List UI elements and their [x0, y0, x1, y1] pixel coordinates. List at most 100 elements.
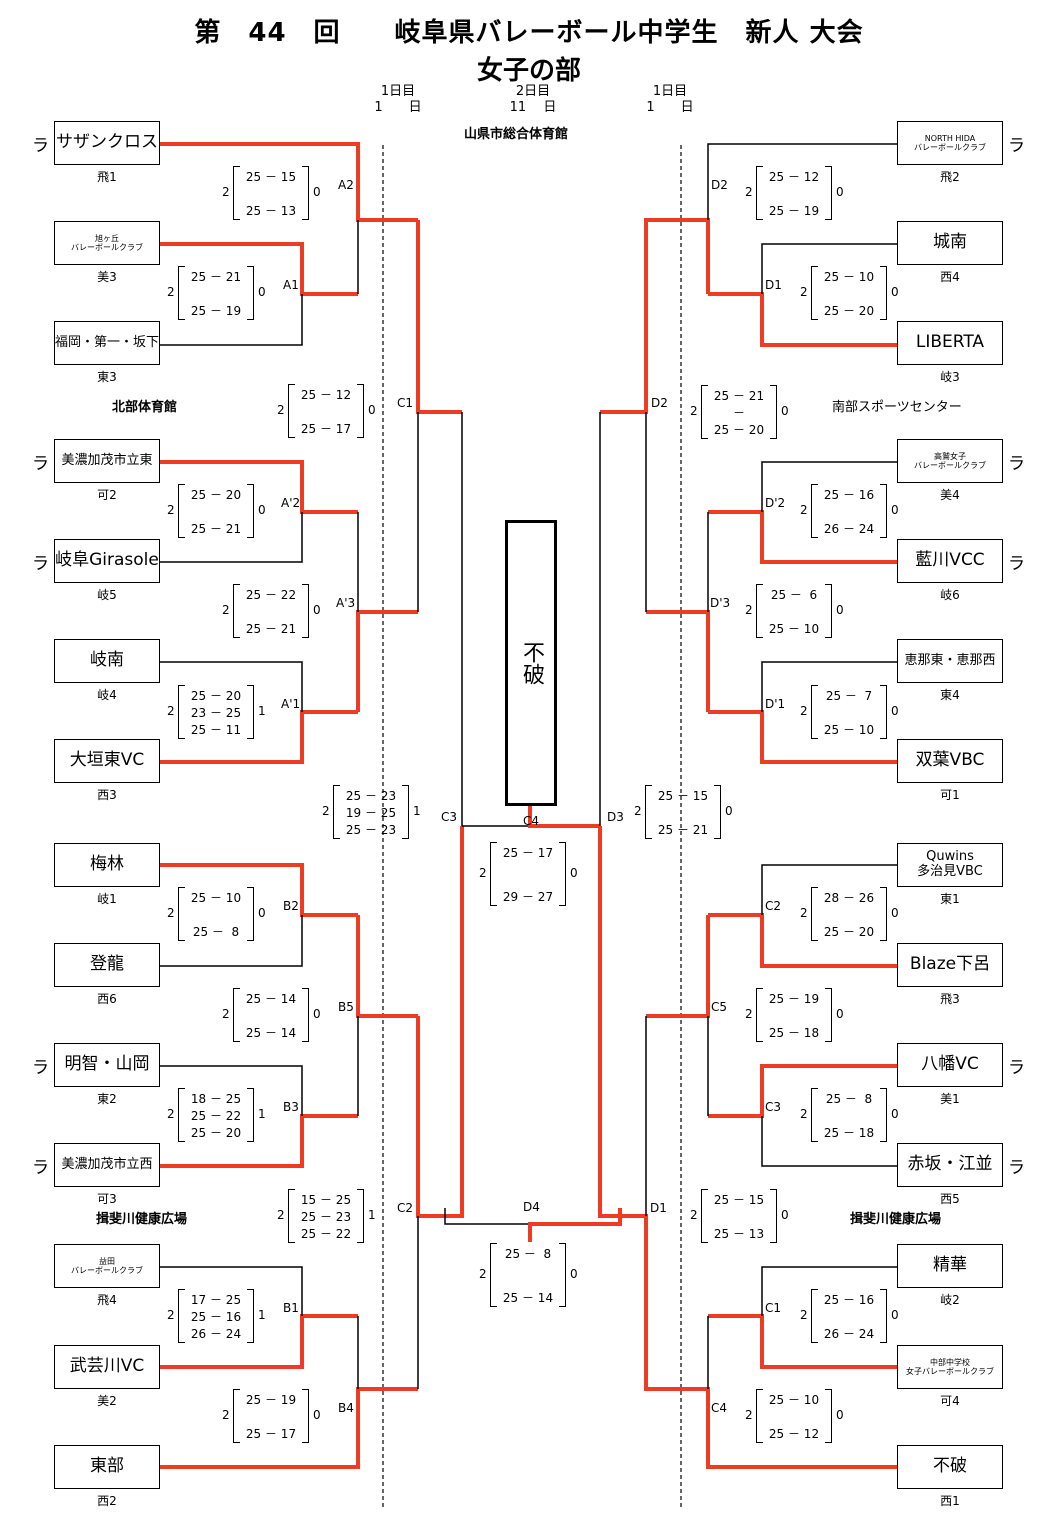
bracket-line: [160, 294, 303, 346]
set-score: 25 － 14: [245, 992, 297, 1006]
sets-won: 2: [800, 285, 808, 299]
sets-won: 2: [800, 906, 808, 920]
team-seed: 西2: [97, 1494, 117, 1508]
team-seed: 岐4: [97, 688, 117, 702]
sets-lost: 0: [836, 185, 844, 199]
team-name: 美濃加茂市立西: [61, 1156, 153, 1172]
bracket-right: [880, 685, 887, 739]
set-score: 25 － 22: [190, 1109, 242, 1123]
set-score: 25 － 17: [502, 846, 554, 860]
winner-path: [416, 826, 464, 1218]
sets-lost: 0: [836, 1007, 844, 1021]
sets-lost: 0: [891, 1107, 899, 1121]
winner-path: [416, 220, 462, 414]
sets-won: 2: [745, 185, 753, 199]
day-date: 1 日: [646, 100, 694, 115]
winner-path: [160, 142, 418, 222]
day-header-left: 1日目 1 日: [363, 84, 433, 116]
team-name: 恵那東・恵那西: [904, 652, 996, 668]
winner-path: [528, 806, 600, 828]
sets-lost: 0: [891, 503, 899, 517]
bracket-line: [761, 1266, 897, 1316]
match-id: C2: [397, 1201, 414, 1215]
match-id: D'3: [710, 596, 731, 610]
set-score: 26 － 24: [823, 1327, 875, 1341]
winner-path: [160, 242, 358, 296]
match-id: C3: [765, 1100, 782, 1114]
team-name: 高鷲女子 バレーボールクラブ: [914, 451, 986, 470]
bracket-left: [811, 1289, 818, 1343]
bracket-left: [178, 685, 185, 739]
day-date: 1 日: [374, 100, 422, 115]
team-box: 恵那東・恵那西: [897, 639, 1003, 683]
sets-lost: 0: [570, 866, 578, 880]
team-seed: 飛2: [940, 170, 960, 184]
team-mark: ラ: [32, 136, 49, 156]
set-score: 25 － 18: [768, 1026, 820, 1040]
winner-path: [708, 1314, 897, 1369]
sets-lost: 1: [258, 1107, 266, 1121]
team-name: 武芸川VC: [69, 1356, 145, 1377]
team-seed: 美2: [97, 1394, 117, 1408]
bracket-right: [825, 1389, 832, 1443]
sets-won: 2: [167, 1308, 175, 1322]
match-id: C4: [523, 814, 540, 828]
bracket-left: [233, 166, 240, 220]
sets-won: 2: [222, 185, 230, 199]
team-name: 益田 バレーボールクラブ: [71, 1256, 143, 1275]
set-score: 25 － 8: [192, 925, 240, 939]
match-id: C1: [397, 396, 414, 410]
sets-lost: 1: [258, 1308, 266, 1322]
sets-lost: 0: [313, 603, 321, 617]
bracket-left: [645, 785, 652, 839]
team-box: 岐阜Girasole: [54, 539, 160, 583]
set-score: 23 － 25: [190, 706, 242, 720]
team-name: 双葉VBC: [915, 750, 985, 771]
bracket-line: [707, 143, 897, 220]
set-score: 25 － 23: [300, 1210, 352, 1224]
bracket-left: [701, 1189, 708, 1243]
sets-won: 2: [745, 1408, 753, 1422]
set-score: 25 － 21: [190, 270, 242, 284]
set-score: 15 － 25: [300, 1193, 352, 1207]
set-score: 25 － 21: [245, 622, 297, 636]
bracket-right: [402, 785, 409, 839]
team-box: 梅林: [54, 843, 160, 887]
set-score: 25 － 23: [345, 823, 397, 837]
set-score: 18 － 25: [190, 1092, 242, 1106]
team-seed: 可1: [940, 788, 960, 802]
sets-lost: 0: [725, 804, 733, 818]
match-score: 25 － 14 25 － 14: [233, 988, 309, 1042]
team-seed: 岐5: [97, 588, 117, 602]
team-name: 登龍: [90, 954, 124, 975]
match-id: A1: [283, 278, 299, 292]
venue-right-bottom: 揖斐川健康広場: [850, 1212, 942, 1227]
set-score: 25 － 22: [245, 588, 297, 602]
winner-path: [160, 1314, 358, 1369]
sets-won: 2: [322, 804, 330, 818]
team-box: 美濃加茂市立東: [54, 439, 160, 483]
set-score: 25 － 14: [502, 1291, 554, 1305]
team-name: 赤坂・江並: [907, 1154, 993, 1175]
bracket-left: [701, 385, 708, 439]
team-box: 八幡VC: [897, 1043, 1003, 1087]
match-id: D2: [711, 178, 728, 192]
team-mark: ラ: [1008, 136, 1025, 156]
set-score: 25 － 16: [823, 1293, 875, 1307]
team-seed: 飛4: [97, 1293, 117, 1307]
bracket-left: [178, 484, 185, 538]
winner-path: [160, 863, 358, 917]
team-mark: ラ: [1008, 1058, 1025, 1078]
set-score: 25 － 14: [245, 1026, 297, 1040]
sets-won: 2: [167, 906, 175, 920]
team-box: 精華: [897, 1244, 1003, 1288]
